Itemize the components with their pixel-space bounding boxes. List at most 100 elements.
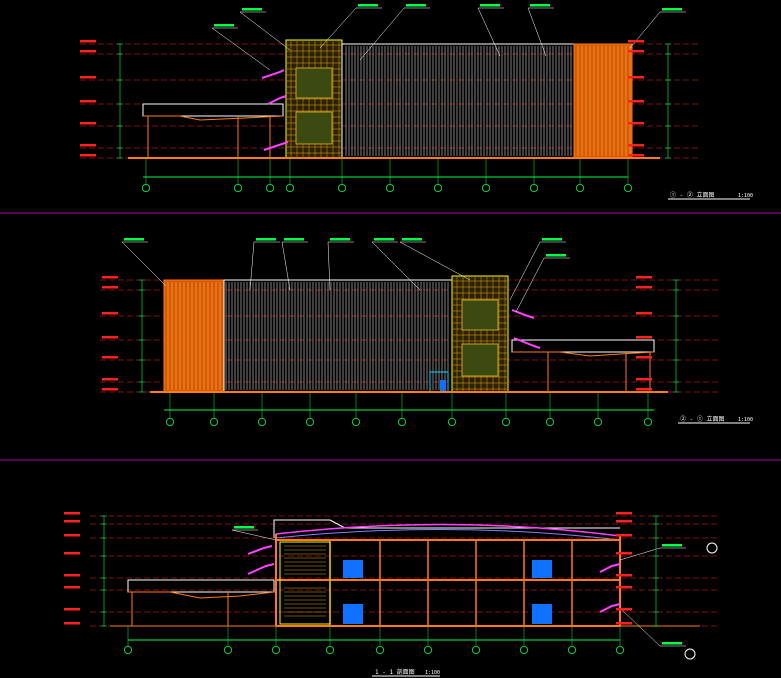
circle-axis-bubble-icon (305, 417, 314, 426)
note-text-placeholder (214, 24, 234, 27)
leader-line (211, 27, 271, 71)
circle-axis-bubble-icon (397, 417, 406, 426)
level-text-placeholder (64, 552, 80, 555)
left-canopy (127, 579, 275, 593)
circle-axis-bubble-icon (594, 417, 603, 426)
curved-roof (275, 523, 621, 537)
circle-axis-bubble-icon (644, 417, 653, 426)
level-text-placeholder (64, 608, 80, 611)
level-text-placeholder (628, 154, 644, 157)
vertical-fins (345, 46, 572, 156)
entrance-stair (247, 545, 273, 555)
level-text-placeholder (102, 336, 118, 339)
level-text-placeholder (628, 40, 644, 43)
entrance-door (440, 380, 446, 392)
tower-glazing (461, 343, 499, 377)
circle-axis-bubble-icon (520, 646, 529, 655)
leader-line (399, 241, 471, 281)
level-text-placeholder (636, 286, 652, 289)
circle-axis-bubble-icon (209, 417, 218, 426)
note-text-placeholder (330, 238, 350, 241)
leader-line (327, 241, 331, 291)
circle-axis-bubble-icon (616, 646, 625, 655)
level-text-placeholder (102, 276, 118, 279)
circle-axis-bubble-icon (337, 183, 346, 192)
level-text-placeholder (616, 512, 632, 515)
circle-axis-bubble-icon (624, 183, 633, 192)
elevation-drawing-2: ② - ① 立面图 1:100 (100, 238, 753, 426)
circle-axis-bubble-icon (285, 183, 294, 192)
level-text-placeholder (628, 100, 644, 103)
level-text-placeholder (616, 552, 632, 555)
leader-line (121, 241, 167, 287)
vertical-dimension-chains (64, 512, 659, 627)
level-text-placeholder (616, 574, 632, 577)
note-text-placeholder (406, 4, 426, 7)
circle-axis-bubble-icon (265, 183, 274, 192)
note-text-placeholder (662, 544, 682, 547)
note-text-placeholder (662, 642, 682, 645)
circle-axis-bubble-icon (325, 646, 334, 655)
leader-line (359, 7, 405, 61)
level-text-placeholder (64, 622, 80, 625)
level-text-placeholder (80, 76, 96, 79)
level-text-placeholder (80, 122, 96, 125)
vertical-dimension-chains (80, 40, 671, 159)
level-text-placeholder (628, 122, 644, 125)
tower-glazing (461, 299, 499, 331)
circle-axis-bubble-icon (447, 417, 456, 426)
leader-line (515, 257, 545, 313)
curved-roof-inner (275, 528, 621, 541)
entrance-stair (263, 141, 289, 151)
note-text-placeholder (358, 4, 378, 7)
entrance-stair (599, 603, 621, 613)
drawing-caption: ① - ② 立面图 (670, 191, 714, 199)
entrance-stair (267, 95, 287, 105)
tower-glazing (295, 111, 333, 145)
drawing-scale: 1:100 (738, 417, 753, 423)
level-text-placeholder (628, 76, 644, 79)
orange-cladding-block (573, 43, 633, 159)
level-text-placeholder (80, 154, 96, 157)
drawing-scale: 1:100 (738, 193, 753, 199)
stair-core (279, 541, 331, 625)
level-text-placeholder (64, 512, 80, 515)
note-text-placeholder (662, 8, 682, 11)
drawing-caption: 1 - 1 剖面图 (375, 668, 415, 676)
circle-axis-bubble-icon (233, 183, 242, 192)
note-text-placeholder (546, 254, 566, 257)
orange-cladding-stripes (167, 282, 221, 390)
circle-axis-bubble-icon (501, 417, 510, 426)
drawing-caption: ② - ① 立面图 (680, 415, 724, 423)
axis-grid-markers (165, 392, 653, 426)
level-text-placeholder (616, 608, 632, 611)
tower-glazing (295, 67, 333, 99)
vertical-dimension-chains (102, 276, 679, 393)
annotation-leaders (211, 4, 686, 71)
window-panel (532, 560, 552, 578)
level-text-placeholder (80, 144, 96, 147)
level-text-placeholder (64, 586, 80, 589)
window-panel (343, 560, 363, 578)
level-text-placeholder (616, 586, 632, 589)
annotation-leaders (231, 526, 686, 647)
note-text-placeholder (530, 4, 550, 7)
elevation-drawing-1: ① - ② 立面图 1:100 (80, 4, 753, 200)
note-text-placeholder (374, 238, 394, 241)
level-text-placeholder (64, 534, 80, 537)
annotation-leaders (121, 238, 570, 313)
entrance-stair (247, 563, 275, 575)
level-text-placeholder (64, 520, 80, 523)
level-text-placeholder (616, 622, 632, 625)
level-text-placeholder (636, 336, 652, 339)
level-text-placeholder (102, 388, 118, 391)
level-text-placeholder (80, 40, 96, 43)
level-text-placeholder (636, 276, 652, 279)
entrance-stair (599, 563, 621, 573)
note-text-placeholder (242, 8, 262, 11)
circle-axis-bubble-icon (375, 646, 384, 655)
level-text-placeholder (102, 286, 118, 289)
circle-axis-bubble-icon (471, 646, 480, 655)
main-hall-facade (341, 43, 575, 159)
